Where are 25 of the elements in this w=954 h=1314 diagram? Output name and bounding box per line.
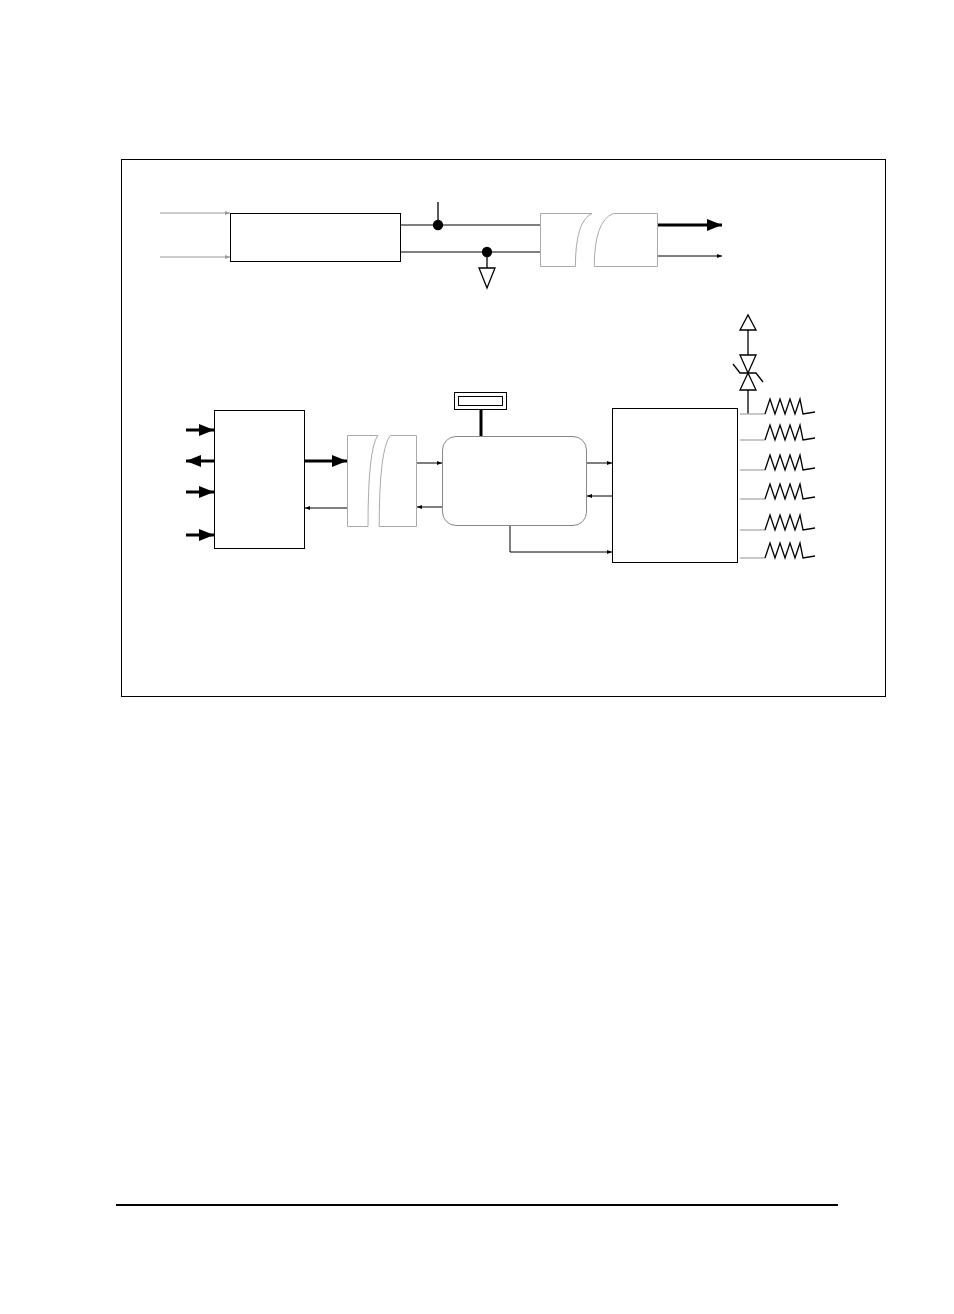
arrow — [658, 219, 722, 231]
arrow — [509, 525, 613, 554]
connector-line — [400, 251, 541, 253]
arrow — [186, 486, 214, 498]
arrow — [416, 505, 443, 509]
cable-connector-symbol — [540, 213, 658, 267]
block-box — [230, 213, 401, 262]
display-symbol — [454, 392, 507, 410]
block-box — [442, 436, 587, 526]
block-box — [612, 408, 738, 563]
arrow — [305, 455, 347, 467]
arrow — [586, 494, 613, 498]
cable-connector-symbol — [347, 435, 417, 527]
arrow — [159, 211, 231, 215]
arrow — [657, 254, 723, 258]
arrow — [159, 255, 231, 259]
arrow — [186, 455, 214, 467]
arrow — [416, 461, 443, 465]
arrow — [586, 461, 613, 465]
arrow — [186, 424, 214, 436]
connector-line — [479, 410, 483, 436]
arrow — [304, 506, 348, 510]
arrow — [186, 529, 214, 541]
connector-line — [400, 224, 541, 226]
block-box — [214, 410, 305, 549]
